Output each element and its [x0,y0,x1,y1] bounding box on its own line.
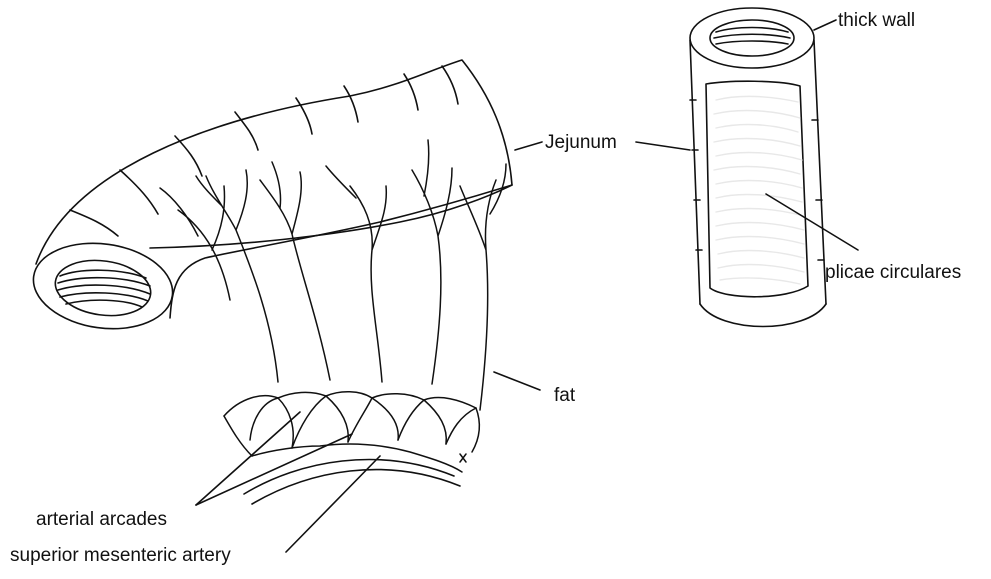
plicae-folds [714,96,804,284]
top-lumen-folds [714,28,790,45]
lumen-folds [58,270,150,307]
superior-mesenteric-artery-label: superior mesenteric artery [10,545,231,566]
arterial-arcades-label: arterial arcades [36,509,167,530]
fat-label: fat [554,385,576,406]
superior-mesenteric-artery [244,444,466,504]
plicae-circulares-label: plicae circulares [825,262,961,283]
jejunum-cross-section [690,8,826,327]
wall-markings [70,66,458,236]
thick-wall-label: thick wall [838,10,915,31]
leader-lines [196,20,858,552]
jejunum-label: Jejunum [545,132,617,153]
jejunum-loop [28,60,512,504]
vasa-recta [160,140,506,410]
